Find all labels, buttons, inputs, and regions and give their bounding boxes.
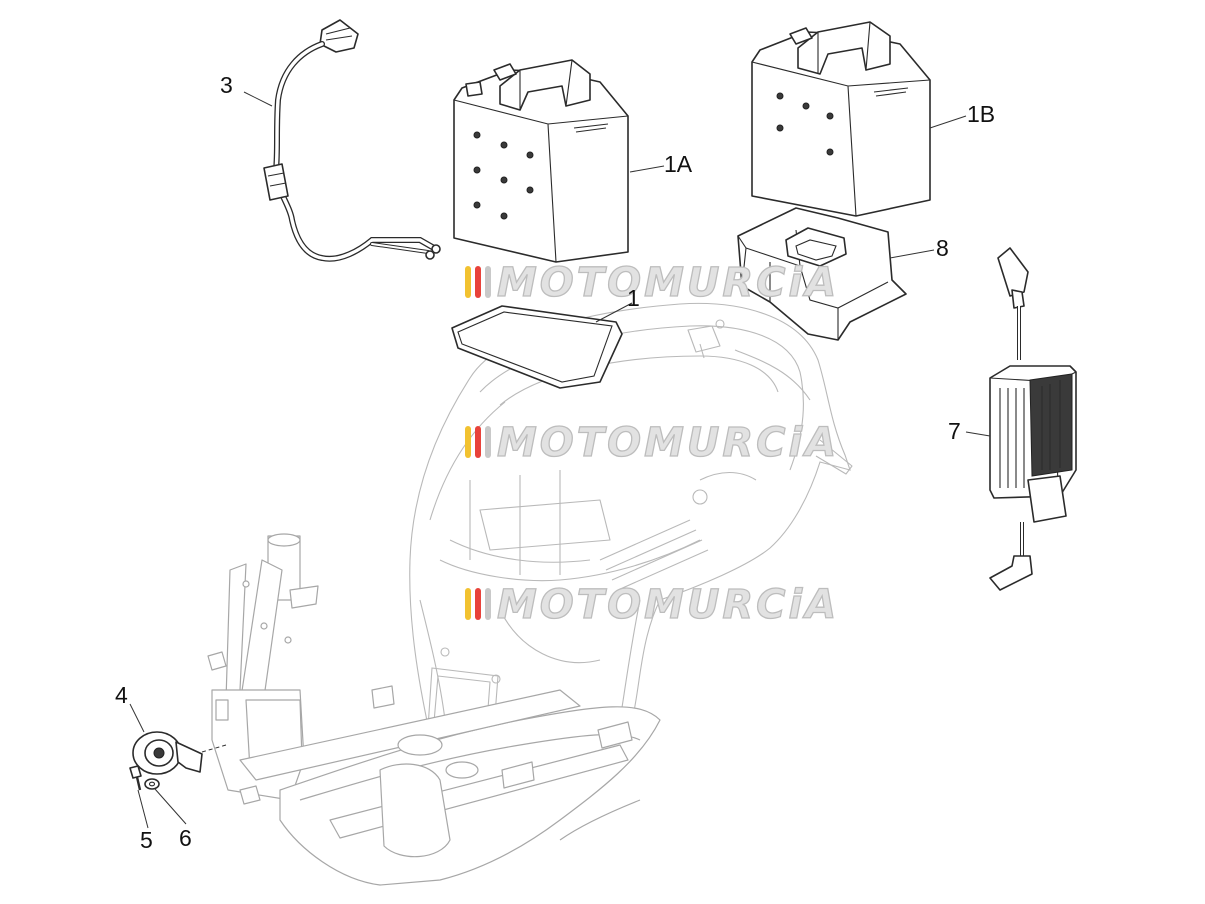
callout-4: 4: [115, 682, 128, 708]
battery-1A: [453, 59, 629, 263]
callout-3: 3: [220, 72, 233, 98]
svg-text:MOTOMURCiA: MOTOMURCiA: [497, 260, 839, 306]
callout-1B: 1B: [967, 101, 995, 127]
horn-4: [132, 731, 227, 775]
battery-pad-1: [451, 305, 623, 389]
watermark-logo: MOTOMURCiA: [465, 419, 839, 467]
screw-5: [129, 765, 142, 791]
callout-1: 1: [627, 285, 640, 311]
callout-7: 7: [948, 418, 961, 444]
watermark-logo: MOTOMURCiA: [465, 581, 839, 629]
svg-text:MOTOMURCiA: MOTOMURCiA: [497, 582, 839, 628]
leader-lines: [129, 91, 991, 829]
wiring-harness-3: [263, 19, 441, 262]
scooter-body-illustration: [409, 302, 853, 765]
watermark-logo: MOTOMURCiA: [465, 259, 839, 307]
scooter-frame-illustration: [207, 533, 661, 886]
battery-1B: [751, 21, 931, 217]
battery-support-8: [737, 207, 907, 341]
callout-5: 5: [140, 827, 153, 853]
callout-1A: 1A: [664, 151, 693, 177]
callout-6: 6: [179, 825, 192, 851]
callout-8: 8: [936, 235, 949, 261]
battery-charger-7: [989, 247, 1077, 591]
svg-text:MOTOMURCiA: MOTOMURCiA: [497, 420, 839, 466]
washer-6: [144, 778, 160, 790]
